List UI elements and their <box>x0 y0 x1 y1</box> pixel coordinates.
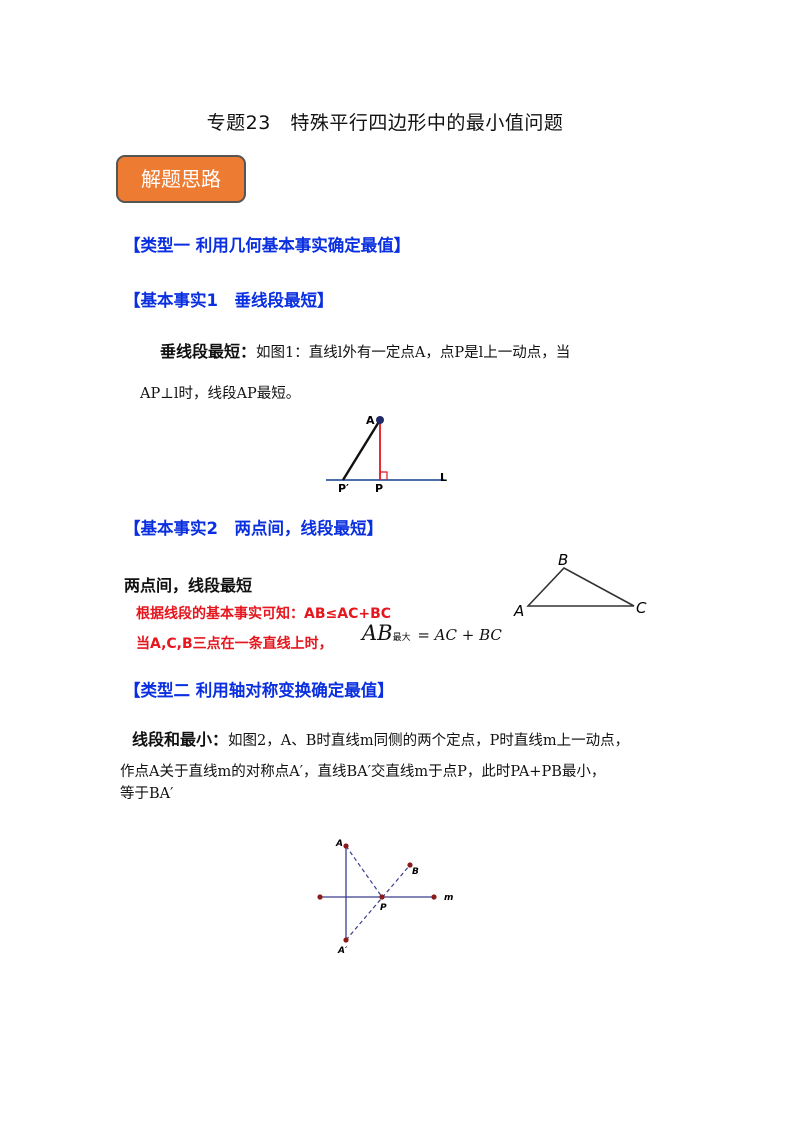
type1-heading: 【类型一 利用几何基本事实确定最值】 <box>124 236 411 255</box>
fact2-red-line-2: 当A,C,B三点在一条直线上时， <box>136 636 333 652</box>
fig2-label-b: B <box>412 867 419 877</box>
point-m-right <box>431 894 437 900</box>
formula-sub: 最大 <box>392 633 411 643</box>
section-badge: 解题思路 <box>116 155 246 203</box>
tri-label-b: B <box>558 551 568 569</box>
label-l: L <box>440 471 447 484</box>
page-title: 专题23 特殊平行四边形中的最小值问题 <box>206 112 564 134</box>
figure-reflection: A B P m A′ <box>317 839 453 956</box>
label-p-prime: P′ <box>338 482 349 495</box>
sum-term: 线段和最小： <box>132 730 229 749</box>
tri-label-c: C <box>636 599 647 617</box>
segment-ap <box>345 845 383 898</box>
figure-perpendicular: A P′ P L <box>326 414 447 495</box>
formula-lhs: AB <box>362 621 393 645</box>
point-p <box>379 894 385 900</box>
sum-paragraph: 线段和最小：如图2，A、B时直线m同侧的两个定点，P时直线m上一动点， <box>132 727 629 754</box>
triangle-abc <box>526 567 635 607</box>
point-b <box>407 862 413 868</box>
formula-rhs: = AC + BC <box>417 626 502 644</box>
fact2-term: 两点间，线段最短 <box>124 576 253 595</box>
fact1-term: 垂线段最短： <box>160 342 257 361</box>
fig2-label-a-prime: A′ <box>337 946 348 956</box>
label-a: A <box>366 414 375 427</box>
type2-heading: 【类型二 利用轴对称变换确定最值】 <box>124 681 394 700</box>
formula-ab-max: AB最大 = AC + BC <box>362 621 502 645</box>
segment-ap-prime <box>341 419 382 481</box>
point-a <box>343 843 349 849</box>
point-a <box>376 416 384 424</box>
point-m-left <box>317 894 323 900</box>
label-p: P <box>375 482 383 495</box>
sum-text-a: 如图2，A、B时直线m同侧的两个定点，P时直线m上一动点， <box>228 733 630 749</box>
fact1-heading: 【基本事实1 垂线段最短】 <box>124 291 334 310</box>
fact1-text-a: 如图1：直线l外有一定点A，点P是l上一动点，当 <box>256 345 571 361</box>
sum-text-c: 等于BA′ <box>120 786 174 802</box>
fig2-label-a: A <box>335 839 343 849</box>
fact2-red-line-1: 根据线段的基本事实可知：AB≤AC+BC <box>136 606 392 622</box>
sum-text-b: 作点A关于直线m的对称点A′，直线BA′交直线m于点P，此时PA+PB最小， <box>120 764 606 780</box>
point-a-prime <box>343 937 349 943</box>
fig2-label-p: P <box>380 903 387 913</box>
fact1-paragraph: 垂线段最短：如图1：直线l外有一定点A，点P是l上一动点，当 <box>160 339 570 366</box>
fact1-text-b: AP⊥l时，线段AP最短。 <box>140 386 301 402</box>
tri-label-a: A <box>513 602 524 620</box>
fact2-heading: 【基本事实2 两点间，线段最短】 <box>124 519 383 538</box>
segment-a-prime-b <box>345 864 411 941</box>
fig2-label-m: m <box>444 893 453 903</box>
right-angle-mark <box>380 471 388 480</box>
figure-triangle: A B C <box>513 551 647 620</box>
